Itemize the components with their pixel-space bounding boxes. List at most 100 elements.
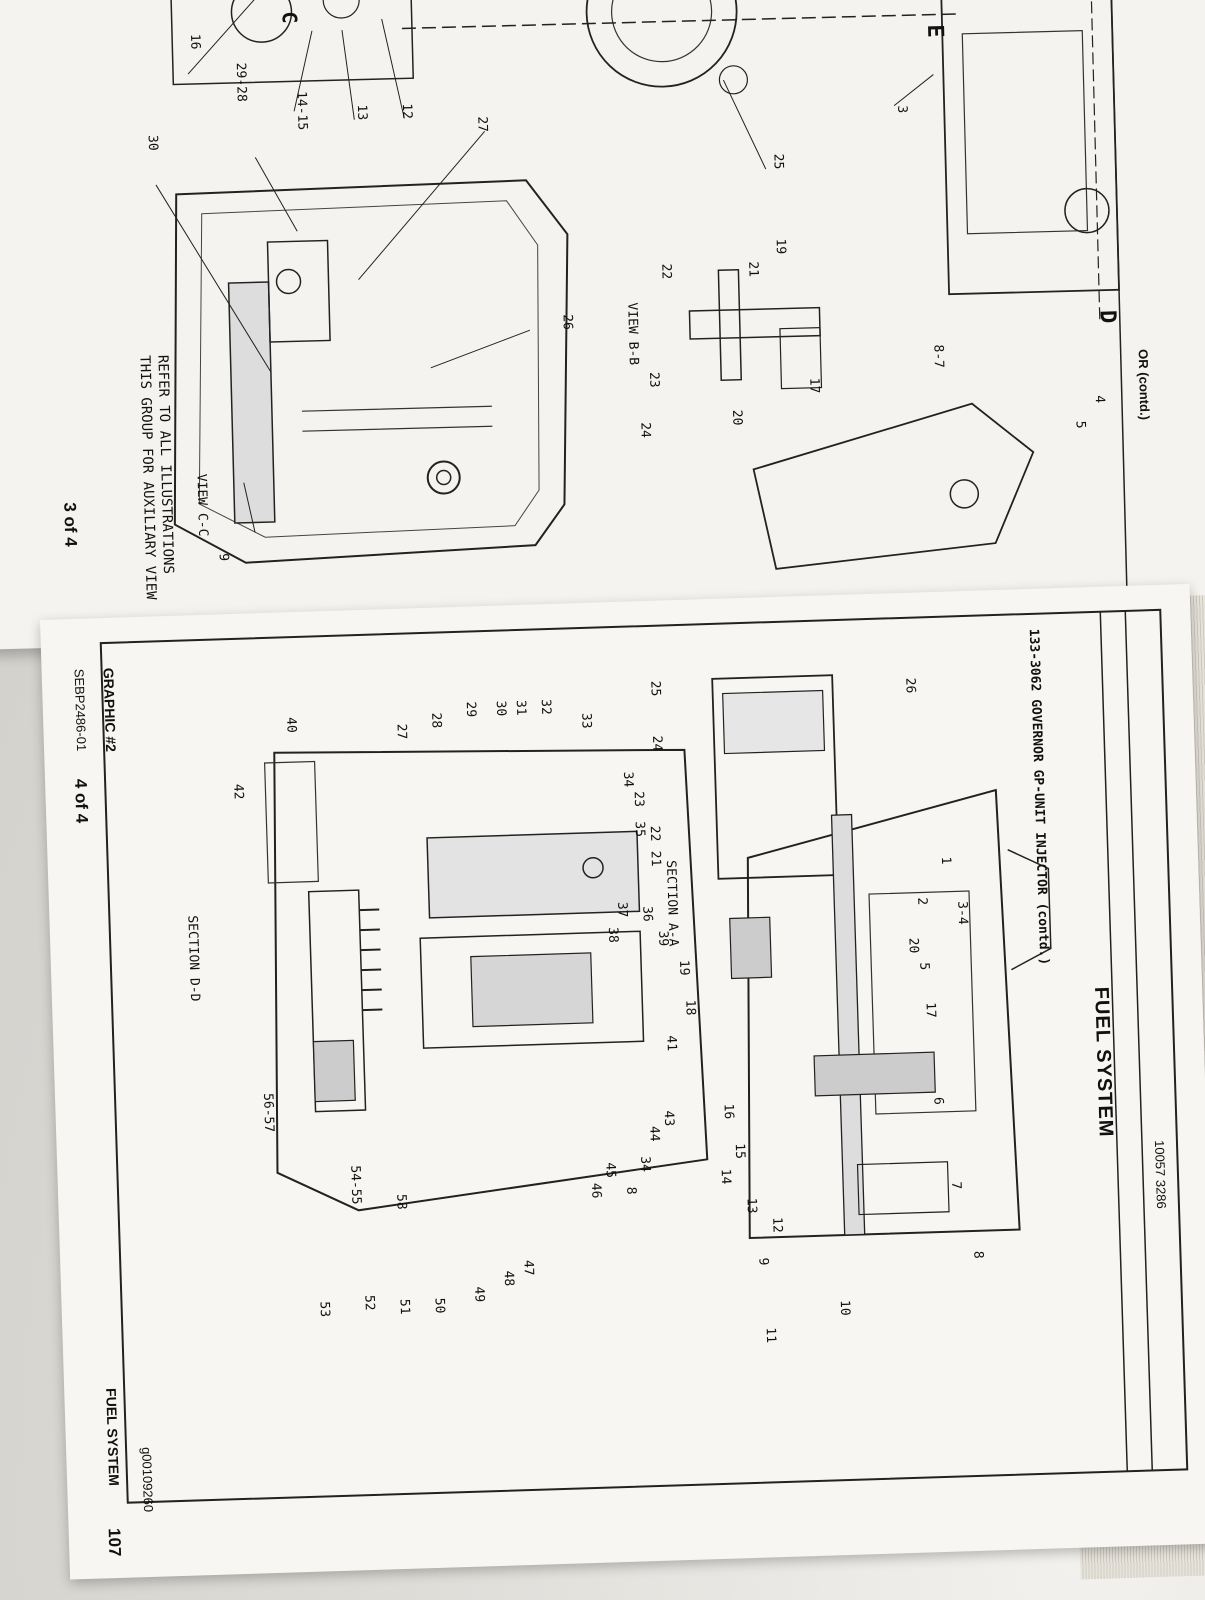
callout-13: 13 <box>743 1197 759 1214</box>
header-fragment: OR (contd.) <box>1135 348 1153 421</box>
bottom-page: FUEL SYSTEM 10057 3286 133-3062 GOVERNOR… <box>40 583 1205 1580</box>
callout-16: 16 <box>187 33 203 50</box>
callout-26: 26 <box>559 314 575 331</box>
section-marker-c: C <box>277 11 302 24</box>
callout-32: 32 <box>537 698 554 716</box>
callout-9: 9 <box>755 1257 771 1266</box>
callout-50: 50 <box>431 1297 447 1314</box>
callout-33: 33 <box>578 712 594 729</box>
callout-22: 22 <box>646 825 663 842</box>
callout-14-15: 14-15 <box>293 90 310 131</box>
callout-20: 20 <box>729 409 745 426</box>
callout-23: 23 <box>646 371 662 388</box>
callout-10: 10 <box>836 1299 853 1316</box>
callout-16: 16 <box>720 1103 737 1120</box>
callout-34b: 34 <box>637 1156 653 1173</box>
callout-17: 17 <box>806 377 822 394</box>
callout-19: 19 <box>772 238 788 255</box>
callout-3: 3 <box>894 105 910 114</box>
section-marker-e: E <box>922 24 948 39</box>
pub-number: SEBP2486-01 <box>71 668 90 752</box>
callout-12: 12 <box>398 103 415 120</box>
callout-26: 26 <box>902 677 918 694</box>
section-marker-d: D <box>1094 309 1120 324</box>
callout-24: 24 <box>637 422 653 439</box>
callout-14: 14 <box>717 1168 734 1185</box>
callout-51: 51 <box>396 1298 412 1315</box>
bottom-drawing <box>99 608 1189 1504</box>
callout-28: 28 <box>428 712 444 729</box>
callout-38: 38 <box>604 926 621 944</box>
callout-30: 30 <box>144 134 161 151</box>
callout-58: 58 <box>393 1193 409 1210</box>
section-dd-drawing <box>263 748 709 1212</box>
top-page: OR (contd.) 16 29-28 14-15 13 12 27 30 3… <box>0 0 1205 650</box>
callout-37: 37 <box>614 901 630 918</box>
callout-40: 40 <box>283 716 299 734</box>
callout-25: 25 <box>647 680 663 697</box>
callout-52: 52 <box>361 1294 377 1311</box>
callout-23: 23 <box>630 791 647 808</box>
section-dd-label: SECTION D-D <box>184 915 203 1002</box>
page-of: 4 of 4 <box>71 778 92 824</box>
callout-41: 41 <box>663 1035 679 1052</box>
view-cc-label: VIEW C-C <box>193 473 211 537</box>
callout-53: 53 <box>316 1301 333 1318</box>
callout-30: 30 <box>492 700 509 717</box>
callout-48: 48 <box>500 1270 517 1287</box>
top-page-number: 3 of 4 <box>60 502 81 547</box>
footer-page: 107 <box>104 1527 125 1557</box>
callout-25: 25 <box>770 153 786 170</box>
callout-5: 5 <box>1072 420 1088 429</box>
view-bb-label: VIEW B-B <box>624 302 641 366</box>
callout-27: 27 <box>474 116 490 133</box>
callout-1: 1 <box>937 856 954 865</box>
callout-5: 5 <box>916 962 932 971</box>
callout-11: 11 <box>762 1327 779 1344</box>
callout-54-55: 54-55 <box>347 1165 364 1205</box>
callout-2: 2 <box>914 897 930 906</box>
callout-9: 9 <box>215 553 231 562</box>
section-title: FUEL SYSTEM <box>1090 986 1117 1138</box>
callout-6: 6 <box>930 1096 946 1106</box>
top-drawing <box>155 0 1129 620</box>
callout-29-28: 29-28 <box>232 62 249 103</box>
callout-3-4: 3-4 <box>954 900 971 925</box>
graphic-label: GRAPHIC #2 <box>100 667 120 753</box>
graphic-id: g00109260 <box>139 1446 157 1513</box>
callout-13: 13 <box>353 104 370 121</box>
callout-8b: 8 <box>623 1186 639 1195</box>
callout-29: 29 <box>462 701 479 718</box>
callout-39: 39 <box>655 930 671 947</box>
callout-4: 4 <box>1091 395 1107 404</box>
callout-35: 35 <box>631 821 648 838</box>
callout-44: 44 <box>646 1125 662 1142</box>
callout-47: 47 <box>520 1259 536 1276</box>
callout-24: 24 <box>648 735 665 752</box>
callout-15: 15 <box>731 1143 748 1160</box>
callout-20: 20 <box>905 937 921 954</box>
callout-36: 36 <box>639 905 655 922</box>
footer-section: FUEL SYSTEM <box>103 1387 123 1487</box>
callout-31: 31 <box>512 699 529 716</box>
callout-27: 27 <box>393 723 409 740</box>
callout-19: 19 <box>675 959 692 976</box>
callout-8: 8 <box>970 1250 986 1259</box>
callout-46: 46 <box>587 1182 604 1199</box>
callout-12: 12 <box>769 1216 785 1234</box>
callout-42: 42 <box>230 783 246 800</box>
callout-34: 34 <box>620 771 636 788</box>
callout-18: 18 <box>682 999 698 1016</box>
callout-21: 21 <box>647 850 664 867</box>
callout-43: 43 <box>660 1110 677 1127</box>
callout-7: 7 <box>948 1181 964 1190</box>
callout-8-7: 8-7 <box>930 344 947 369</box>
callout-17: 17 <box>922 1001 938 1019</box>
callout-56-57: 56-57 <box>259 1092 277 1133</box>
section-aa-drawing <box>711 674 1052 1240</box>
callout-45: 45 <box>602 1162 618 1179</box>
callout-22: 22 <box>658 263 674 280</box>
callout-21: 21 <box>745 261 761 278</box>
callout-49: 49 <box>471 1286 487 1303</box>
doc-number: 10057 3286 <box>1151 1139 1170 1209</box>
